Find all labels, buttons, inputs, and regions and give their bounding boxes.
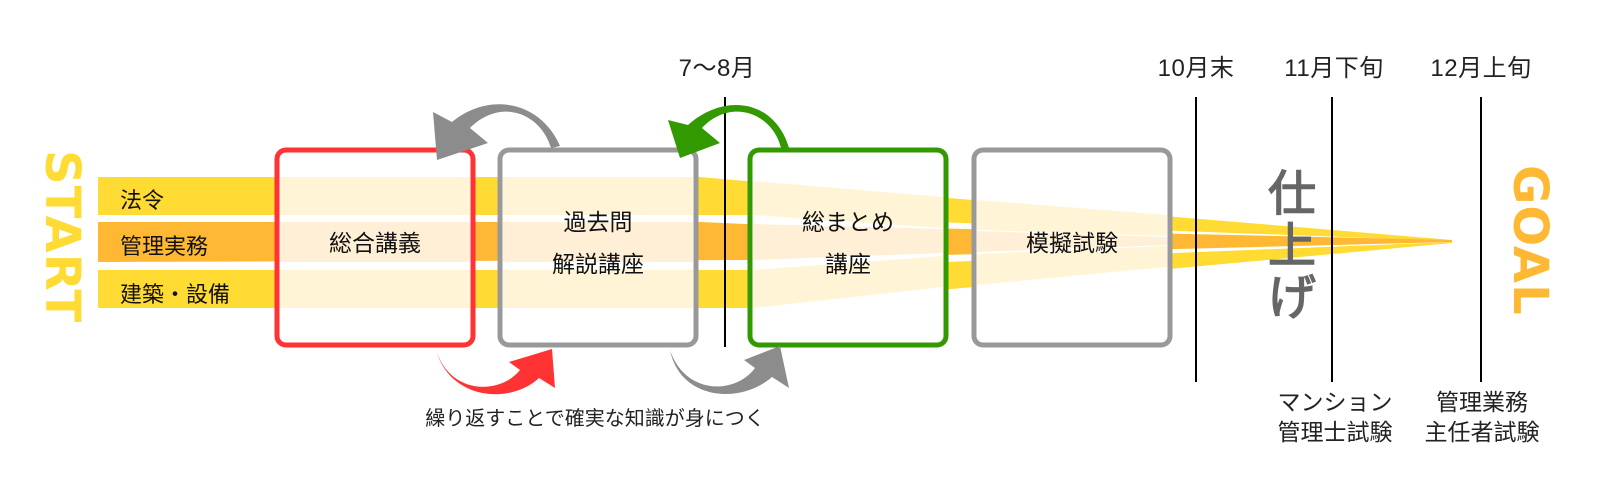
arrow-back-green-icon bbox=[668, 105, 789, 158]
stage-box-mogi-shiken bbox=[971, 147, 1173, 348]
start-label: START bbox=[34, 150, 90, 324]
stage-label-somatome: 総まとめ 講座 bbox=[802, 210, 894, 278]
subject-label-kenchiku-setsubi: 建築・設備 bbox=[120, 283, 231, 308]
repeat-caption: 繰り返すことで確実な知識が身につく bbox=[425, 406, 765, 430]
stage-box-sogo-kogi bbox=[274, 147, 476, 348]
finishing-label: 仕 上 げ bbox=[1267, 166, 1316, 326]
goal-label: GOAL bbox=[1502, 165, 1558, 316]
subject-label-kanri-jitsumu: 管理実務 bbox=[120, 235, 209, 260]
stage-label-kakomon: 過去問 解説講座 bbox=[552, 210, 644, 278]
exam-label-kanri-gyomu: 管理業務 主任者試験 bbox=[1424, 390, 1540, 446]
stage-box-somatome bbox=[747, 147, 949, 348]
stage-boxes bbox=[274, 147, 1173, 348]
timeline-label-oct-end: 10月末 bbox=[1157, 55, 1235, 82]
arrow-forward-gray-icon bbox=[670, 346, 789, 394]
stage-box-kakomon bbox=[497, 147, 699, 348]
stage-label-mogi-shiken: 模擬試験 bbox=[1026, 231, 1118, 257]
timeline-lines bbox=[724, 97, 1482, 382]
repeat-arrows bbox=[433, 104, 789, 395]
arrow-back-gray-icon bbox=[433, 104, 560, 160]
subject-label-houre: 法令 bbox=[120, 189, 165, 214]
exam-label-mansion-kanrishi: マンション 管理士試験 bbox=[1277, 390, 1393, 446]
arrow-forward-red-icon bbox=[436, 349, 555, 395]
timeline-label-dec-early: 12月上旬 bbox=[1430, 55, 1532, 82]
timeline-label-nov-late: 11月下旬 bbox=[1284, 55, 1384, 82]
stage-label-sogo-kogi: 総合講義 bbox=[329, 231, 421, 257]
timeline-label-jul-aug: 7～8月 bbox=[678, 55, 756, 82]
